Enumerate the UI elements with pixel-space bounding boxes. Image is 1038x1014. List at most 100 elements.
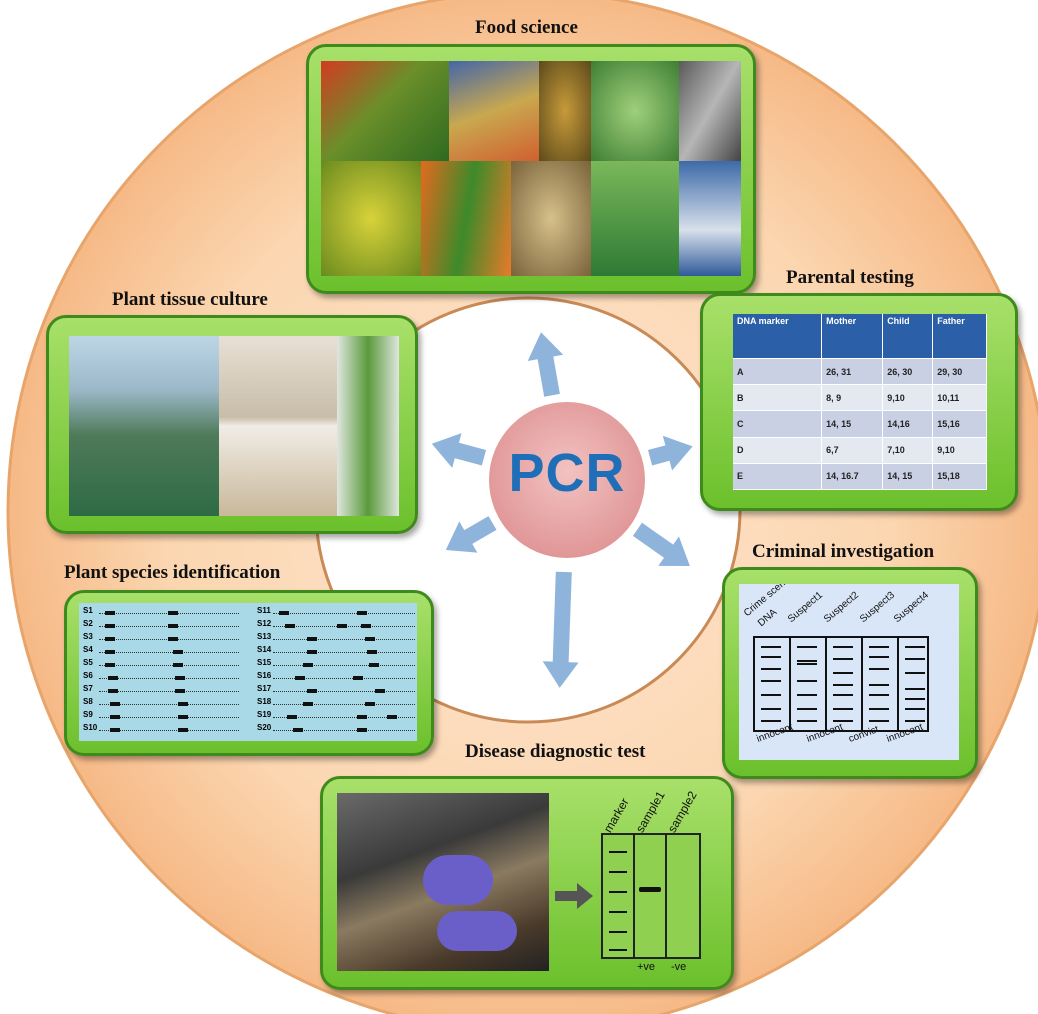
gel-band (303, 663, 313, 667)
lane-line (273, 730, 415, 731)
gel-band (307, 650, 317, 654)
lane-label: marker (600, 795, 632, 835)
marker-band (609, 851, 627, 853)
lane-line (99, 717, 239, 718)
gel-band (387, 715, 397, 719)
gel-band (105, 611, 115, 615)
table-cell: 15,18 (932, 463, 987, 490)
gel-band (797, 708, 817, 710)
disease-diagnostic-test-title: Disease diagnostic test (465, 741, 646, 762)
pcr-circle (489, 402, 645, 558)
gel-band (761, 668, 781, 670)
gel-band (105, 637, 115, 641)
sample-label: S4 (83, 645, 93, 654)
gel-band (869, 684, 889, 686)
sample-label: S13 (257, 632, 272, 641)
result-negative: -ve (671, 961, 687, 973)
lane-line (273, 678, 415, 679)
blood-sample-photo (337, 793, 549, 971)
gel-band (108, 689, 118, 693)
table-cell: B (733, 384, 823, 412)
gel-band (173, 650, 183, 654)
gel-band (307, 689, 317, 693)
gel-band (110, 702, 120, 706)
lane-divider (825, 636, 827, 732)
gel-band (357, 715, 367, 719)
lane-divider (633, 833, 635, 959)
criminal-investigation-title: Criminal investigation (752, 541, 935, 562)
arrow-to-disease-diagnostic (542, 571, 579, 688)
table-row: C 14, 15 14,16 15,16 (733, 410, 987, 438)
gel-band (761, 680, 781, 682)
table-cell: 7,10 (882, 437, 934, 464)
arrow-to-parental-testing (648, 435, 693, 471)
gel-band (905, 698, 925, 700)
parental-table: DNA marker Mother Child Father A 26, 31 … (733, 314, 987, 490)
table-cell: 6,7 (821, 437, 884, 464)
gel-band (279, 611, 289, 615)
sample-label: S17 (257, 684, 272, 693)
table-cell: 26, 30 (882, 358, 934, 386)
table-header-cell: Father (932, 314, 987, 359)
lane-divider (861, 636, 863, 732)
table-header-row: DNA marker Mother Child Father (733, 314, 987, 359)
gel-band (797, 694, 817, 696)
gel-band (375, 689, 385, 693)
table-cell: 29, 30 (932, 358, 987, 386)
sample-label: S8 (83, 697, 93, 706)
lane-divider (897, 636, 899, 732)
food-science-title: Food science (475, 17, 578, 38)
lane-label: Suspect3 (857, 589, 897, 625)
gel-band (797, 646, 817, 648)
table-cell: 9,10 (932, 437, 987, 464)
gel-band (869, 668, 889, 670)
marker-band (609, 871, 627, 873)
sample-label: S10 (83, 723, 98, 732)
lane-line (99, 678, 239, 679)
sample-label: S9 (83, 710, 93, 719)
table-cell: D (733, 437, 823, 464)
gel-band (295, 676, 305, 680)
table-cell: 15,16 (932, 410, 987, 438)
lane-line (99, 665, 239, 666)
gel-band (357, 611, 367, 615)
marker-band (609, 891, 627, 893)
lane-divider (665, 833, 667, 959)
gel-band (869, 694, 889, 696)
lane-line (273, 652, 415, 653)
arrow-to-plant-species (445, 516, 497, 553)
gel-band (833, 672, 853, 674)
gel-band (905, 646, 925, 648)
lane-label: Suspect2 (821, 589, 861, 625)
lane-line (99, 691, 239, 692)
gel-band (168, 611, 178, 615)
table-cell: A (733, 358, 823, 386)
sample-label: S19 (257, 710, 272, 719)
gel-band (175, 676, 185, 680)
gel-band (833, 708, 853, 710)
arrow-shaft (555, 891, 579, 901)
sample-label: S15 (257, 658, 272, 667)
sample-label: S3 (83, 632, 93, 641)
gel-band (110, 715, 120, 719)
lane-label: DNA (755, 606, 780, 629)
food-science-card (306, 44, 756, 294)
table-cell: 9,10 (882, 384, 934, 412)
gel-band (110, 728, 120, 732)
sample-label: S14 (257, 645, 272, 654)
table-cell: 8, 9 (821, 384, 884, 412)
lane-label: Suspect1 (785, 589, 825, 625)
gel-band (869, 708, 889, 710)
table-cell: 14, 15 (882, 463, 934, 490)
gel-band (761, 720, 781, 722)
gel-band (105, 663, 115, 667)
table-cell: E (733, 463, 823, 490)
gel-band (905, 672, 925, 674)
table-row: B 8, 9 9,10 10,11 (733, 384, 987, 412)
tissue-culture-photo (69, 336, 399, 516)
lane-line (99, 652, 239, 653)
table-cell: 14, 16.7 (821, 463, 884, 490)
